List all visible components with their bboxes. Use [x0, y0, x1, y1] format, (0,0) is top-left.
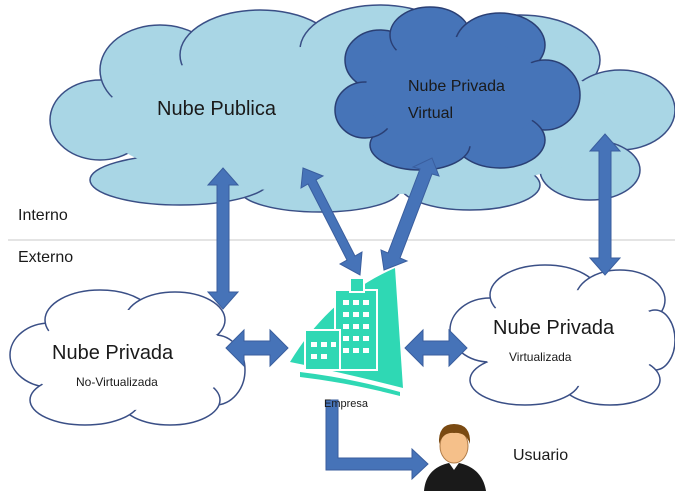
arrow-nonvirtual-to-company	[225, 328, 289, 368]
zone-label-internal: Interno	[18, 207, 68, 224]
virtual-cloud-line1: Nube Privada	[408, 78, 505, 95]
virtualized-cloud-title: Nube Privada	[493, 317, 615, 339]
arrow-public-to-company	[300, 167, 363, 276]
arrow-public-to-virtualized	[588, 133, 622, 276]
private-nonvirtual-cloud	[9, 289, 246, 426]
virtual-private-cloud	[334, 6, 581, 171]
public-cloud-title: Nube Publica	[157, 98, 276, 120]
company-label: Empresa	[324, 398, 369, 410]
virtualized-cloud-subtitle: Virtualizada	[509, 350, 572, 364]
arrows	[206, 133, 622, 481]
company-building-icon	[290, 268, 403, 396]
user-label: Usuario	[513, 447, 569, 464]
arrow-company-to-virtualized	[404, 328, 468, 368]
private-virtualized-cloud	[449, 264, 675, 406]
arrow-company-to-user	[325, 399, 429, 481]
nonvirtual-cloud-subtitle: No-Virtualizada	[76, 375, 158, 389]
user-avatar-icon	[424, 424, 486, 491]
zone-label-external: Externo	[18, 249, 74, 266]
virtual-cloud-line2: Virtual	[408, 105, 454, 122]
nonvirtual-cloud-title: Nube Privada	[52, 342, 174, 364]
arrow-virtual-to-company	[380, 157, 440, 271]
arrow-public-to-nonvirtual	[206, 167, 240, 310]
